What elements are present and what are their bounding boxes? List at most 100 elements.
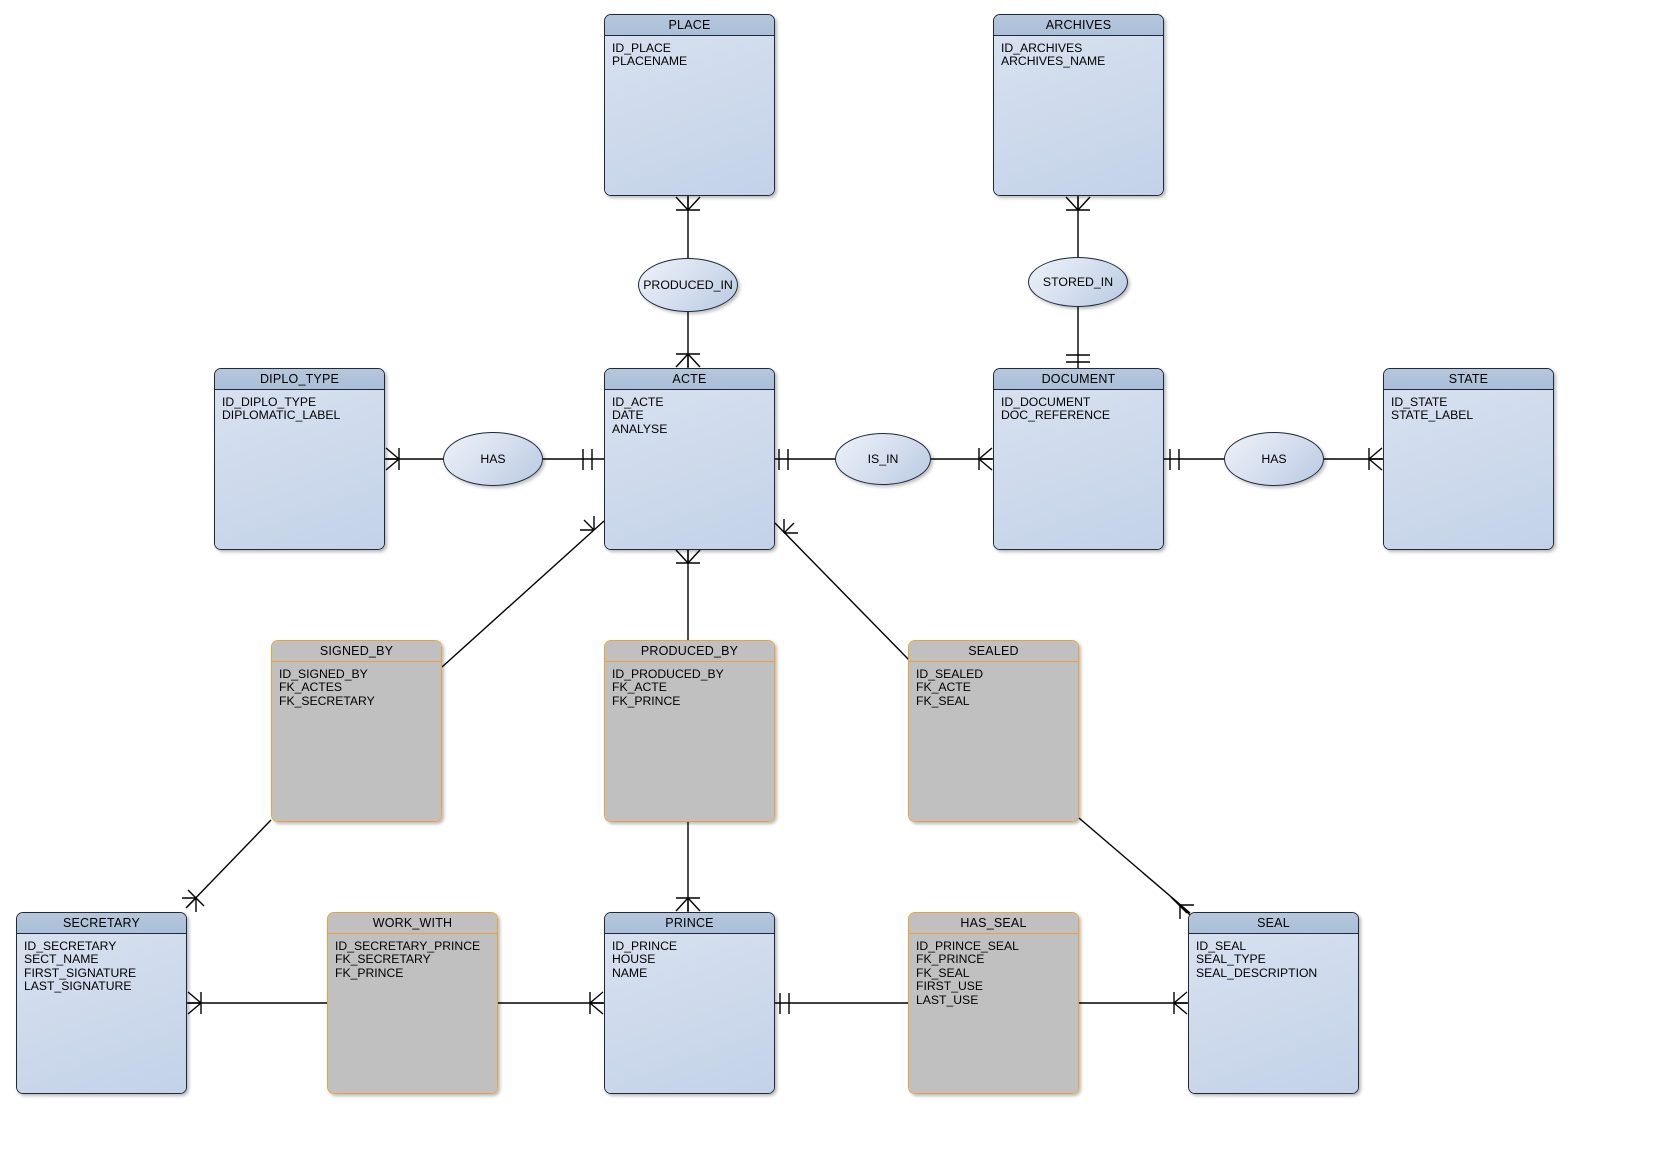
attribute: ID_PRODUCED_BY [612,667,724,681]
relationship-stored-in[interactable]: STORED_IN [1028,257,1128,307]
entity-archives[interactable]: ARCHIVES ID_ARCHIVES ARCHIVES_NAME [993,14,1164,196]
attribute: FK_ACTE [916,680,971,695]
entity-place-title: PLACE [605,15,774,36]
attribute: LAST_USE [916,992,979,1007]
attribute: ID_PLACE [612,41,671,55]
relationship-is-in-label: IS_IN [867,452,899,466]
attribute: SEAL_TYPE [1196,952,1266,967]
attribute: ID_SIGNED_BY [279,667,368,681]
attribute: ID_STATE [1391,395,1448,409]
attribute: FK_SECRETARY [279,693,375,708]
attribute: FK_PRINCE [916,952,985,967]
entity-signed-by[interactable]: SIGNED_BY ID_SIGNED_BY FK_ACTES FK_SECRE… [271,640,442,822]
entity-prince[interactable]: PRINCE ID_PRINCE HOUSE NAME [604,912,775,1094]
crowfoot-diplo_type [385,447,400,471]
entity-place[interactable]: PLACE ID_PLACE PLACENAME [604,14,775,196]
entity-archives-attributes: ID_ARCHIVES ARCHIVES_NAME [994,36,1163,195]
crowfoot-prince-left [589,991,604,1015]
entity-has-seal[interactable]: HAS_SEAL ID_PRINCE_SEAL FK_PRINCE FK_SEA… [908,912,1079,1094]
crowfoot-document-left [978,447,993,471]
entity-archives-title: ARCHIVES [994,15,1163,36]
entity-sealed[interactable]: SEALED ID_SEALED FK_ACTE FK_SEAL [908,640,1079,822]
relationship-has-diplo-type-label: HAS [480,452,506,466]
crowfoot-seal-left [1173,991,1188,1015]
entity-secretary-title: SECRETARY [17,913,186,934]
entity-produced-by-title: PRODUCED_BY [605,641,774,662]
attribute: ID_PRINCE [612,939,678,953]
attribute: FK_SEAL [916,693,970,708]
entity-seal-attributes: ID_SEAL SEAL_TYPE SEAL_DESCRIPTION [1189,934,1358,1093]
entity-seal[interactable]: SEAL ID_SEAL SEAL_TYPE SEAL_DESCRIPTION [1188,912,1359,1094]
entity-signed-by-attributes: ID_SIGNED_BY FK_ACTES FK_SECRETARY [272,662,441,821]
attribute: FK_ACTE [612,680,667,695]
attribute: ID_PRINCE_SEAL [916,939,1019,953]
attribute: ID_DOCUMENT [1001,395,1091,409]
attribute: NAME [612,965,648,980]
crowfoot-acte-sealed [783,519,798,534]
attribute: STATE_LABEL [1391,408,1474,423]
entity-document-attributes: ID_DOCUMENT DOC_REFERENCE [994,390,1163,549]
attribute: ID_SEALED [916,667,984,681]
attribute: DATE [612,408,644,423]
crowfoot-prince-top [675,897,701,912]
relationship-is-in[interactable]: IS_IN [835,433,931,485]
attribute: ID_SEAL [1196,939,1247,953]
entity-signed-by-title: SIGNED_BY [272,641,441,662]
crowfoot-state [1368,447,1383,471]
entity-seal-title: SEAL [1189,913,1358,934]
entity-secretary[interactable]: SECRETARY ID_SECRETARY SECT_NAME FIRST_S… [16,912,187,1094]
entity-prince-title: PRINCE [605,913,774,934]
tick-seal-top [1170,896,1188,914]
tick-secretary-top [187,889,205,907]
entity-produced-by[interactable]: PRODUCED_BY ID_PRODUCED_BY FK_ACTE FK_PR… [604,640,775,822]
entity-place-attributes: ID_PLACE PLACENAME [605,36,774,195]
entity-work-with-title: WORK_WITH [328,913,497,934]
entity-prince-attributes: ID_PRINCE HOUSE NAME [605,934,774,1093]
attribute: DOC_REFERENCE [1001,408,1111,423]
attribute: SEAL_DESCRIPTION [1196,965,1318,980]
entity-state-title: STATE [1384,369,1553,390]
entity-work-with[interactable]: WORK_WITH ID_SECRETARY_PRINCE FK_SECRETA… [327,912,498,1094]
entity-diplo-type[interactable]: DIPLO_TYPE ID_DIPLO_TYPE DIPLOMATIC_LABE… [214,368,385,550]
entity-acte-title: ACTE [605,369,774,390]
edge-signed_by-secretary [186,819,272,908]
edge-acte-sealed [774,522,911,662]
attribute: FK_SEAL [916,965,970,980]
entity-acte[interactable]: ACTE ID_ACTE DATE ANALYSE [604,368,775,550]
crowfoot-acte-bottom [675,549,701,564]
crowfoot-archives [1065,196,1091,211]
relationship-produced-in[interactable]: PRODUCED_IN [638,258,738,312]
crowfoot-acte-top [675,353,701,368]
attribute: ID_SECRETARY [24,939,117,953]
attribute: LAST_SIGNATURE [24,979,132,994]
entity-sealed-attributes: ID_SEALED FK_ACTE FK_SEAL [909,662,1078,821]
entity-document-title: DOCUMENT [994,369,1163,390]
attribute: DIPLOMATIC_LABEL [222,408,341,423]
edge-acte-signed_by [441,520,605,668]
entity-work-with-attributes: ID_SECRETARY_PRINCE FK_SECRETARY FK_PRIN… [328,934,497,1093]
attribute: FIRST_USE [916,979,984,994]
entity-sealed-title: SEALED [909,641,1078,662]
attribute: PLACENAME [612,54,688,69]
entity-document[interactable]: DOCUMENT ID_DOCUMENT DOC_REFERENCE [993,368,1164,550]
attribute: SECT_NAME [24,952,99,967]
entity-state[interactable]: STATE ID_STATE STATE_LABEL [1383,368,1554,550]
relationship-has-state[interactable]: HAS [1224,432,1324,486]
attribute: ID_ARCHIVES [1001,41,1083,55]
crowfoot-secretary-right [187,991,202,1015]
entity-secretary-attributes: ID_SECRETARY SECT_NAME FIRST_SIGNATURE L… [17,934,186,1093]
attribute: FK_PRINCE [335,965,404,980]
relationship-has-diplo-type[interactable]: HAS [443,432,543,486]
attribute: ARCHIVES_NAME [1001,54,1106,69]
crowfoot-acte-signed_by [580,516,595,531]
attribute: HOUSE [612,952,656,967]
relationship-produced-in-label: PRODUCED_IN [643,278,733,292]
entity-has-seal-title: HAS_SEAL [909,913,1078,934]
crowfoot-secretary-top [182,897,197,912]
attribute: FK_PRINCE [612,693,681,708]
attribute: FIRST_SIGNATURE [24,965,137,980]
attribute: ANALYSE [612,421,668,436]
entity-state-attributes: ID_STATE STATE_LABEL [1384,390,1553,549]
